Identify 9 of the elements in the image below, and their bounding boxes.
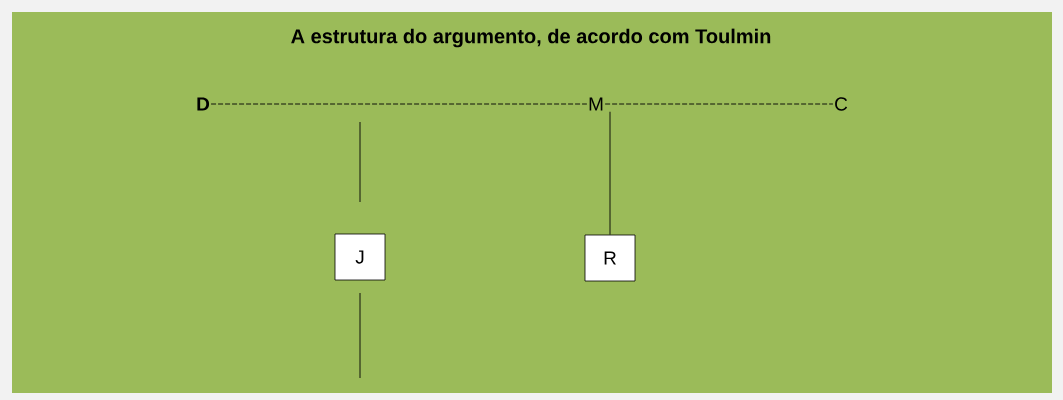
letter-box: J: [334, 233, 386, 281]
letter-label: M: [589, 97, 603, 111]
dashed-line: [604, 103, 834, 105]
title: A estrutura do argumento, de acordo com Toulmin: [291, 28, 771, 48]
connector-line: [609, 111, 611, 236]
letter-label: D: [197, 97, 210, 111]
dashed-line: [210, 103, 588, 105]
letter-box: R: [584, 234, 636, 282]
letter-label: C: [835, 97, 848, 111]
